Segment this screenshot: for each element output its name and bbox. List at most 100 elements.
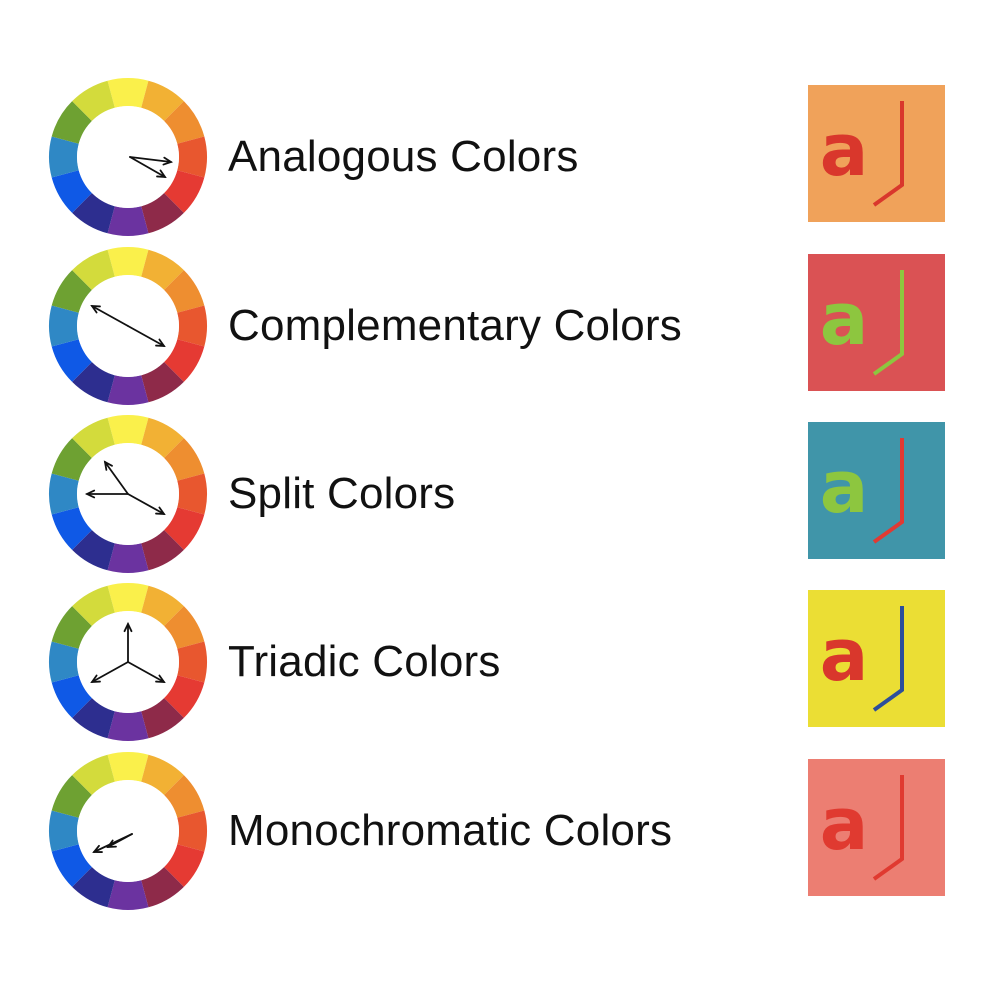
wheel-segment [107,583,149,613]
scheme-row-monochromatic: Monochromatic Colors a [0,751,1000,911]
scheme-row-split: Split Colors a [0,414,1000,574]
color-swatch: a [808,759,945,896]
wheel-segment [164,270,205,313]
wheel-segment [72,754,115,795]
wheel-segment [164,606,205,649]
analogous-arrows-icon [129,156,174,179]
wheel-segment [72,249,115,290]
wheel-segment [51,775,92,818]
color-wheel-icon [49,752,207,910]
wheel-segment [51,438,92,481]
swatch-background [808,85,945,222]
wheel-segment [72,362,115,403]
scheme-row-analogous: Analogous Colors a [0,77,1000,237]
swatch-mark [872,438,904,544]
color-wheel-icon [49,415,207,573]
wheel-segment [51,339,92,382]
wheel-segment [107,543,149,573]
scheme-label: Triadic Colors [228,637,501,686]
wheel-segment [141,249,184,290]
wheel-segment [164,844,205,887]
wheel-segment [51,844,92,887]
swatch-letter: a [820,613,869,697]
scheme-label: Complementary Colors [228,301,682,350]
wheel-segment [72,867,115,908]
color-swatch: a [808,422,945,559]
color-wheel-icon [49,78,207,236]
wheel-segment [72,698,115,739]
wheel-segment [164,507,205,550]
wheel-segment [141,867,184,908]
wheel-segment [164,438,205,481]
color-wheel-icon [49,247,207,405]
wheel-segment [164,775,205,818]
swatch-letter: a [820,782,869,866]
wheel-segment [107,752,149,782]
wheel-segment [177,810,207,852]
wheel-segment [141,80,184,121]
wheel-segment [141,362,184,403]
wheel-segment [51,170,92,213]
swatch-background [808,590,945,727]
wheel-segment [49,305,79,347]
complementary-arrows-icon [90,304,166,348]
monochromatic-arrows-icon [92,833,133,853]
scheme-label: Monochromatic Colors [228,806,673,855]
scheme-label: Analogous Colors [228,132,579,181]
wheel-segment [141,530,184,571]
wheel-segment [51,507,92,550]
wheel-segment [107,711,149,741]
wheel-segment [49,641,79,683]
wheel-segment [51,101,92,144]
scheme-row-complementary: Complementary Colors a [0,246,1000,406]
swatch-mark [872,270,904,376]
wheel-segment [177,305,207,347]
wheel-segment [141,754,184,795]
wheel-segment [49,473,79,515]
swatch-mark [872,606,904,712]
triadic-arrows-icon [90,621,166,684]
wheel-segment [72,193,115,234]
swatch-background [808,759,945,896]
wheel-segment [72,585,115,626]
color-swatch: a [808,590,945,727]
swatch-mark [872,775,904,881]
color-swatch: a [808,85,945,222]
wheel-segment [51,270,92,313]
swatch-background [808,254,945,391]
wheel-segment [107,78,149,108]
swatch-background [808,422,945,559]
color-wheel-icon [49,583,207,741]
wheel-segment [141,193,184,234]
wheel-segment [177,641,207,683]
wheel-segment [107,880,149,910]
wheel-segment [72,80,115,121]
wheel-segment [107,375,149,405]
swatch-letter: a [820,277,869,361]
swatch-letter: a [820,108,869,192]
wheel-segment [141,585,184,626]
wheel-segment [177,136,207,178]
wheel-segment [164,170,205,213]
swatch-letter: a [820,445,869,529]
wheel-segment [72,417,115,458]
wheel-segment [141,698,184,739]
wheel-segment [49,136,79,178]
wheel-segment [107,247,149,277]
split-arrows-icon [84,460,166,516]
wheel-segment [51,606,92,649]
wheel-segment [107,415,149,445]
wheel-segment [72,530,115,571]
wheel-segment [141,417,184,458]
wheel-segment [49,810,79,852]
wheel-segment [177,473,207,515]
wheel-segment [164,339,205,382]
wheel-segment [51,675,92,718]
wheel-segment [107,206,149,236]
wheel-segment [164,101,205,144]
scheme-label: Split Colors [228,469,456,518]
scheme-row-triadic: Triadic Colors a [0,582,1000,742]
swatch-mark [872,101,904,207]
color-swatch: a [808,254,945,391]
wheel-segment [164,675,205,718]
